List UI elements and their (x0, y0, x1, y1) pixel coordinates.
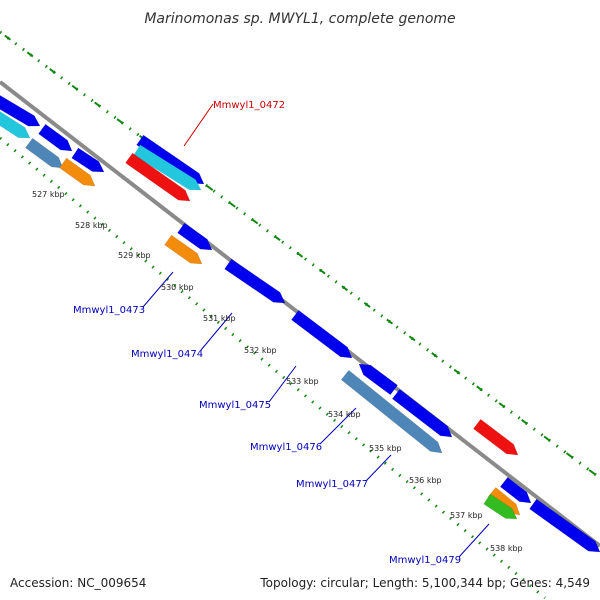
label-leader-lines (142, 103, 490, 558)
gene-arrow-orange[interactable] (59, 157, 96, 187)
tick-label: 533 kbp (286, 377, 319, 386)
gene-arrow-orange[interactable] (164, 234, 203, 265)
map-title: Marinomonas sp. MWYL1, complete genome (144, 11, 455, 27)
gene-labels: Mmwyl1_0472Mmwyl1_0473Mmwyl1_0474Mmwyl1_… (73, 100, 461, 566)
tick-label: 530 kbp (161, 283, 194, 292)
gene-arrow-cds[interactable] (38, 123, 73, 152)
tick-label: 536 kbp (409, 476, 442, 485)
gene-arrow-cds[interactable] (499, 476, 532, 504)
outer-dash-track (0, 31, 600, 479)
gene-label[interactable]: Mmwyl1_0476 (250, 442, 322, 453)
gene-arrow-cds[interactable] (224, 258, 286, 304)
gene-arrow-cds[interactable] (291, 309, 353, 359)
gene-leader-line (319, 407, 357, 445)
gene-arrow-cds[interactable] (529, 498, 600, 553)
gene-leader-line (200, 312, 233, 351)
gene-arrow-red[interactable] (125, 152, 191, 202)
tick-label: 527 kbp (32, 190, 65, 199)
gene-arrow-cds[interactable] (358, 363, 398, 396)
inner-dot-track (0, 136, 546, 600)
gene-leader-line (268, 365, 297, 403)
gene-label[interactable]: Mmwyl1_0473 (73, 305, 145, 316)
gene-arrow-cds[interactable] (71, 147, 105, 173)
gene-leader-line (458, 523, 490, 558)
gene-arrow-steel[interactable] (25, 137, 64, 169)
feature-layer (0, 95, 600, 553)
gene-leader-line (365, 454, 392, 482)
gene-arrow-green[interactable] (483, 493, 518, 520)
gene-arrow-cyan[interactable] (133, 144, 202, 191)
gene-leader-line (142, 271, 174, 308)
gene-label[interactable]: Mmwyl1_0472 (213, 100, 285, 111)
gene-arrow-cds[interactable] (0, 95, 41, 127)
tick-label: 538 kbp (490, 544, 523, 553)
gene-leader-line (183, 103, 214, 147)
tick-label: 529 kbp (118, 251, 151, 260)
gene-arrow-steel[interactable] (340, 369, 443, 454)
tick-label: 532 kbp (244, 346, 277, 355)
accession-text: Accession: NC_009654 (10, 576, 146, 590)
gene-arrow-cds[interactable] (391, 388, 453, 438)
scale-tick-labels: 527 kbp 528 kbp 529 kbp 530 kbp 531 kbp 532 k… (32, 190, 523, 553)
gene-label[interactable]: Mmwyl1_0477 (296, 479, 368, 490)
gene-arrow-red[interactable] (473, 418, 519, 456)
tick-label: 528 kbp (75, 221, 108, 230)
gene-arrow-cds[interactable] (177, 222, 213, 251)
gene-label[interactable]: Mmwyl1_0474 (131, 349, 203, 360)
gene-label[interactable]: Mmwyl1_0479 (389, 555, 461, 566)
gene-arrow-cyan[interactable] (0, 111, 31, 139)
tick-label: 534 kbp (328, 410, 361, 419)
tick-label: 537 kbp (450, 511, 483, 520)
tick-label: 535 kbp (369, 444, 402, 453)
topology-text: Topology: circular; Length: 5,100,344 bp… (259, 576, 590, 590)
tick-label: 531 kbp (203, 314, 236, 323)
gene-label[interactable]: Mmwyl1_0475 (199, 400, 271, 411)
